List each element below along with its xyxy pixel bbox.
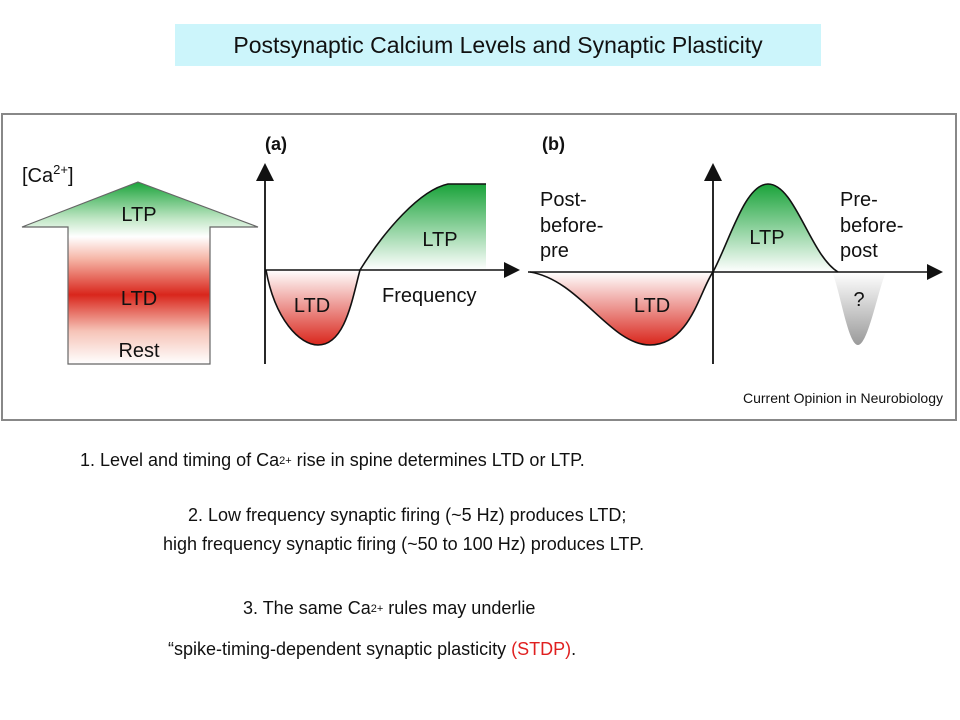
- panel-a-curve: [265, 183, 486, 346]
- point-3-line-2-text: “spike-timing-dependent synaptic plastic…: [168, 639, 512, 659]
- figure-credit: Current Opinion in Neurobiology: [743, 390, 943, 406]
- panel-b-left-label: Post- before- pre: [540, 189, 609, 262]
- title-banner: Postsynaptic Calcium Levels and Synaptic…: [175, 24, 821, 66]
- arrow-level-rest: Rest: [118, 340, 160, 362]
- point-3-line-2-end: .: [571, 639, 577, 659]
- point-1-sup: 2+: [279, 455, 292, 467]
- arrow-level-ltp: LTP: [121, 204, 156, 226]
- point-2-line-1-text: 2. Low frequency synaptic firing (~5 Hz)…: [188, 505, 627, 525]
- point-3-line-1: 3. The same Ca2+ rules may underlie: [243, 598, 535, 619]
- panel-b-unknown-region: [832, 272, 886, 345]
- point-3-suffix: rules may underlie: [383, 598, 536, 618]
- stdp-highlight: (STDP): [511, 639, 572, 659]
- page-title: Postsynaptic Calcium Levels and Synaptic…: [233, 32, 763, 58]
- point-1: 1. Level and timing of Ca2+ rise in spin…: [80, 450, 585, 471]
- calcium-axis-label: [Ca2+]: [22, 162, 74, 187]
- panel-b-label: (b): [542, 134, 565, 154]
- point-2-line-1: 2. Low frequency synaptic firing (~5 Hz)…: [188, 505, 626, 526]
- point-2-line-2-text: high frequency synaptic firing (~50 to 1…: [163, 534, 645, 554]
- panel-b-ltd-label: LTD: [634, 295, 670, 317]
- arrow-level-ltd: LTD: [121, 288, 157, 310]
- panel-a-label: (a): [265, 134, 287, 154]
- panel-a-x-axis-label: Frequency: [382, 285, 477, 307]
- point-2-line-2: high frequency synaptic firing (~50 to 1…: [163, 534, 644, 555]
- panel-b-ltp-label: LTP: [749, 227, 784, 249]
- panel-b-right-label: Pre- before- post: [840, 189, 909, 262]
- point-3-prefix: 3. The same Ca: [243, 598, 371, 618]
- panel-b-ltd-region: [530, 272, 713, 345]
- panel-b-unknown-label: ?: [853, 289, 864, 311]
- point-3-sup: 2+: [370, 603, 384, 615]
- panel-a-ltp-label: LTP: [422, 229, 457, 251]
- point-3-line-2: “spike-timing-dependent synaptic plastic…: [168, 639, 576, 660]
- panel-a-ltp-region: [360, 184, 486, 270]
- calcium-level-arrow: [21, 181, 259, 365]
- point-1-suffix: rise in spine determines LTD or LTP.: [291, 450, 585, 470]
- point-1-prefix: 1. Level and timing of Ca: [80, 450, 280, 470]
- panel-a-ltd-label: LTD: [294, 295, 330, 317]
